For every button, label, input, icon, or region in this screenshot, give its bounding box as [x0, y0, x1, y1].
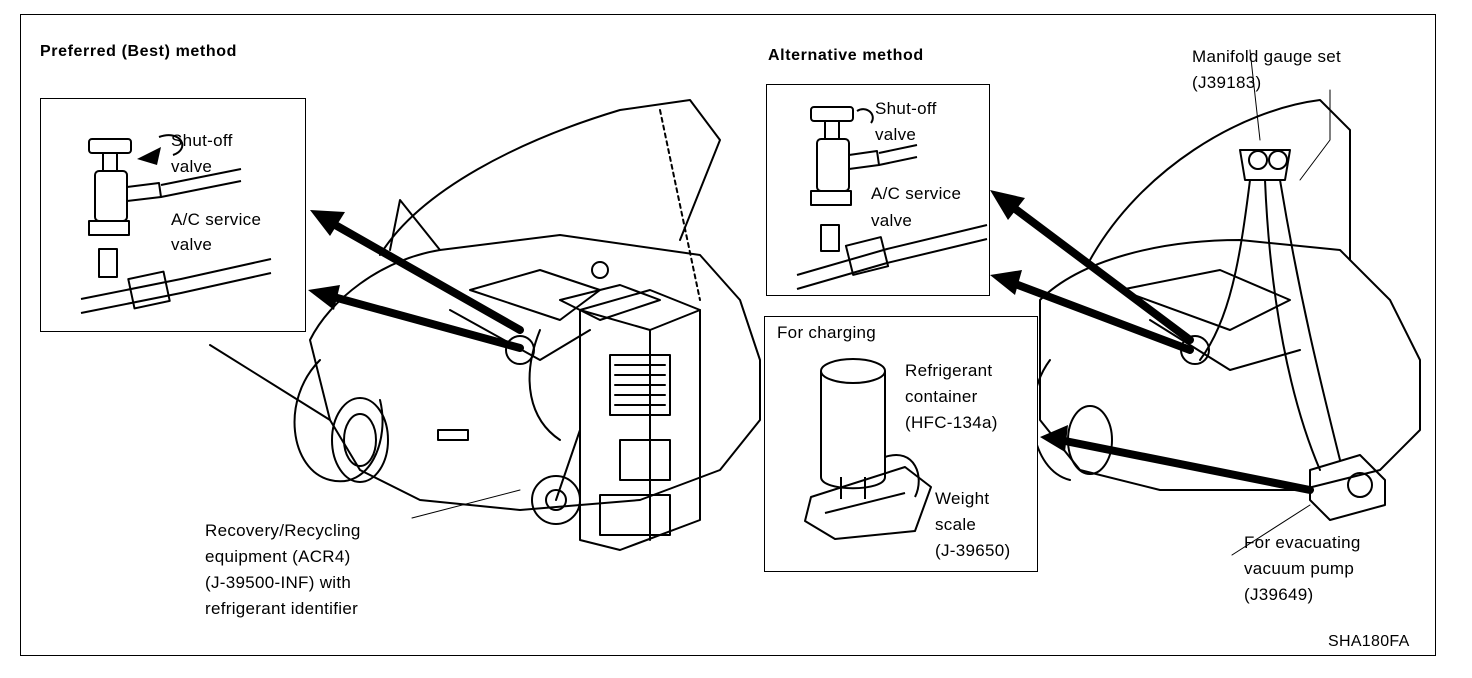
shutoff-label-line1: Shut-off — [171, 131, 233, 150]
equipment-label-line1: Recovery/Recycling — [205, 521, 361, 540]
arrow-to-lower-inset-left — [326, 292, 524, 352]
shutoff-label-line2: valve — [875, 125, 917, 144]
alternative-valve-inset: Shut-off valve A/C service valve — [766, 84, 990, 296]
figure-code: SHA180FA — [1328, 633, 1410, 650]
arrow-to-lower-inset-right — [1006, 278, 1194, 354]
container-label-line1: Refrigerant — [905, 361, 993, 380]
container-label-line3: (HFC-134a) — [905, 413, 998, 432]
service-label-line2: valve — [171, 235, 213, 254]
manifold-label-line1: Manifold gauge set — [1192, 47, 1342, 66]
equipment-label-line4: refrigerant identifier — [205, 599, 359, 618]
alternative-method-heading: Alternative method — [768, 47, 924, 64]
right-car-drawing — [1031, 49, 1421, 521]
valve-drawing — [80, 134, 272, 314]
arrow-to-upper-inset-left — [326, 218, 524, 334]
service-label-line2: valve — [871, 211, 913, 230]
container-label-line2: container — [905, 387, 978, 406]
pump-label-line2: vacuum pump — [1244, 559, 1355, 578]
equipment-label-line2: equipment (ACR4) — [205, 547, 351, 566]
recovery-machine-drawing — [528, 284, 701, 551]
arrow-to-charging — [1056, 436, 1314, 494]
pump-label-line3: (J39649) — [1244, 585, 1314, 604]
equipment-label-line3: (J-39500-INF) with — [205, 573, 352, 592]
arrow-to-upper-inset-right — [1006, 201, 1194, 344]
scale-label-line3: (J-39650) — [935, 541, 1011, 560]
figure-frame — [20, 14, 1436, 656]
shutoff-label-line2: valve — [171, 157, 213, 176]
scale-label-line1: Weight — [935, 489, 990, 508]
pump-label-line1: For evacuating — [1244, 533, 1361, 552]
shutoff-label-line1: Shut-off — [875, 99, 937, 118]
preferred-method-heading: Preferred (Best) method — [40, 43, 237, 60]
preferred-valve-inset: Shut-off valve A/C service valve — [40, 98, 306, 332]
charging-title: For charging — [777, 323, 877, 342]
manifold-label-line2: (J39183) — [1192, 73, 1262, 92]
charging-inset: For charging Refrigerant container (HFC-… — [764, 316, 1038, 572]
refrigerant-container-drawing — [804, 358, 932, 540]
service-label-line1: A/C service — [171, 210, 262, 229]
scale-label-line2: scale — [935, 515, 977, 534]
valve-drawing — [796, 106, 988, 290]
service-label-line1: A/C service — [871, 184, 962, 203]
